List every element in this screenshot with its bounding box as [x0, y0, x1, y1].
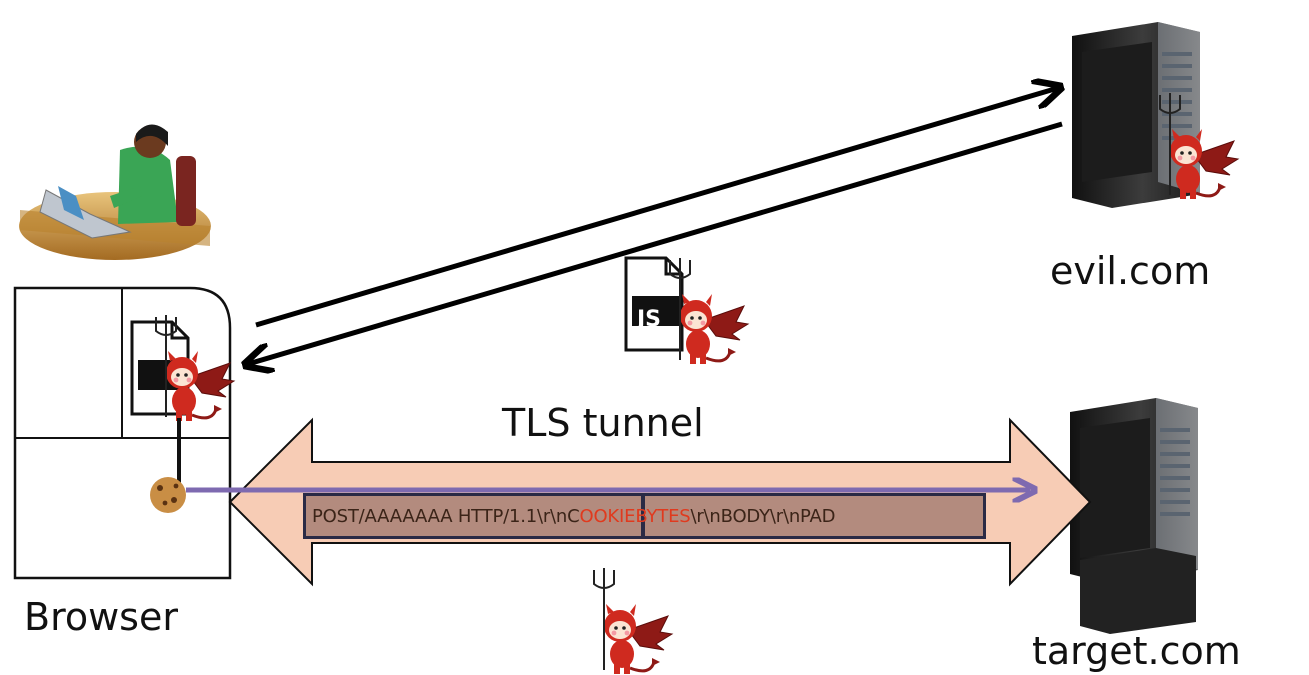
packet-suffix: \r\nBODY\r\nPAD [690, 506, 836, 527]
request-arrow [255, 88, 1058, 328]
packet-text: POST/AAAAAAA HTTP/1.1\r\nCOOKIEBYTES\r\n… [312, 506, 836, 527]
packet-cookie-bytes: OOKIEBYTES [579, 506, 691, 527]
browser-label: Browser [24, 595, 178, 639]
response-arrow [248, 121, 1063, 364]
tls-tunnel-label: TLS tunnel [502, 401, 704, 445]
js-icon-text: JS [635, 307, 661, 332]
packet-divider [641, 493, 645, 539]
packet-prefix: POST/AAAAAAA HTTP/1.1\r\nC [312, 506, 580, 527]
network-attacker-devil-icon [592, 566, 674, 675]
evil-com-label: evil.com [1050, 249, 1211, 293]
malicious-script-icon: JS [624, 256, 750, 366]
browser-window [13, 286, 232, 580]
cookie-icon [150, 477, 186, 513]
target-com-label: target.com [1032, 629, 1241, 673]
user-at-desk-icon [19, 124, 211, 260]
target-server-icon [1070, 398, 1198, 634]
